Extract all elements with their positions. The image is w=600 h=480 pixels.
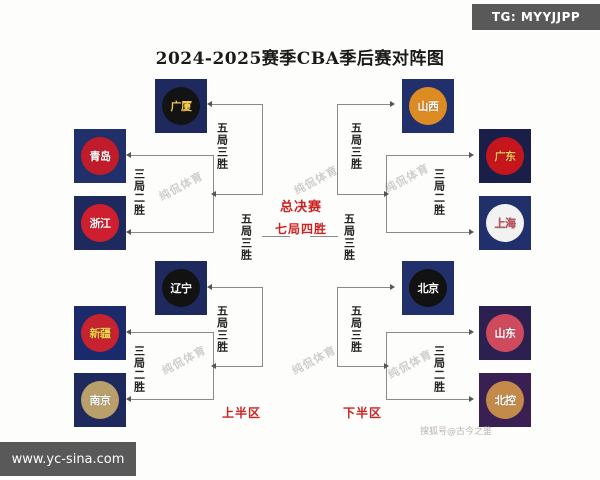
source-credit: 搜狐号@古今之鉴 [420,427,493,437]
watermark: 纯侃体育 [385,347,435,382]
team-logo-beikong: 北控 [486,381,524,419]
page-title: 2024-2025赛季CBA季后赛对阵图 [155,49,445,69]
team-name-zhejiang: 浙江 [89,216,112,230]
bracket-line [337,104,338,195]
bracket-arrow [469,396,474,402]
bracket-line [386,399,472,400]
team-logo-shanxi: 山西 [409,87,447,125]
upper-half-label: 上半区 [222,406,262,420]
series-format-right-top-r1: 三局二胜 [432,168,446,216]
series-format-upper-semi: 五局三胜 [239,213,253,261]
bracket-line [310,236,338,237]
lower-half-label: 下半区 [343,406,383,420]
series-format-right-top-qf: 五局三胜 [349,122,363,170]
bracket-line [128,232,214,233]
team-tile-beijing[interactable]: 北京 [402,261,454,315]
bracket-line [128,155,214,156]
team-name-shanxi: 山西 [417,99,440,113]
team-tile-xinjiang[interactable]: 新疆 [74,306,126,360]
team-tile-shandong[interactable]: 山东 [479,306,531,360]
bracket-line [128,332,214,333]
team-name-liaoning: 辽宁 [170,281,193,295]
bracket-arrow [126,229,131,235]
bracket-arrow [384,363,389,369]
team-logo-guangdong: 广东 [486,137,524,175]
final-series-title: 总决赛 [279,200,322,215]
watermark: 纯侃体育 [289,343,339,378]
team-name-qingdao: 青岛 [89,149,112,163]
bracket-arrow [211,191,216,197]
team-logo-nanjing: 南京 [81,381,119,419]
team-logo-shandong: 山东 [486,314,524,352]
bracket-line [337,366,387,367]
bracket-line [386,155,472,156]
team-logo-zhejiang: 浙江 [81,204,119,242]
bracket-line [262,104,263,195]
team-name-xinjiang: 新疆 [89,326,112,340]
bracket-arrow [126,396,131,402]
team-name-guangdong: 广东 [494,149,517,163]
team-tile-qingdao[interactable]: 青岛 [74,129,126,183]
team-name-nanjing: 南京 [89,393,112,407]
team-tile-zhejiang[interactable]: 浙江 [74,196,126,250]
team-name-shandong: 山东 [494,326,517,340]
team-logo-shanghai: 上海 [486,204,524,242]
team-tile-guangdong[interactable]: 广东 [479,129,531,183]
series-format-right-bot-qf: 五局三胜 [349,305,363,353]
bracket-line [262,236,290,237]
bracket-line [213,194,263,195]
bracket-arrow [207,284,212,290]
team-name-shanghai: 上海 [494,216,517,230]
final-series-format: 七局四胜 [274,222,327,236]
bracket-arrow [469,329,474,335]
series-format-upper-qf: 五局三胜 [215,122,229,170]
bracket-line [262,287,263,367]
bracket-arrow [469,229,474,235]
bracket-arrow [469,152,474,158]
bracket-line [337,194,387,195]
bracket-line [386,332,472,333]
team-name-guangsha: 广厦 [170,99,193,113]
bracket-arrow [384,191,389,197]
bracket-line [213,366,263,367]
team-name-beikong: 北控 [494,393,517,407]
team-logo-liaoning: 辽宁 [162,269,200,307]
bracket-arrow [126,329,131,335]
bracket-line [209,287,263,288]
team-logo-xinjiang: 新疆 [81,314,119,352]
watermark: 纯侃体育 [156,169,206,204]
bracket-arrow [390,101,395,107]
series-format-upper-r1: 三局二胜 [132,168,146,216]
site-url-banner: www.yc-sina.com [0,442,136,476]
team-tile-nanjing[interactable]: 南京 [74,373,126,427]
team-tile-shanxi[interactable]: 山西 [402,79,454,133]
watermark: 纯侃体育 [291,163,341,198]
bracket-line [209,104,263,105]
watermark: 纯侃体育 [382,161,432,196]
team-tile-liaoning[interactable]: 辽宁 [155,261,207,315]
final-series-block: 总决赛 七局四胜 [262,196,340,237]
team-logo-beijing: 北京 [409,269,447,307]
bracket-line [337,104,393,105]
team-tile-shanghai[interactable]: 上海 [479,196,531,250]
bracket-line [386,232,472,233]
team-logo-guangsha: 广厦 [162,87,200,125]
team-logo-qingdao: 青岛 [81,137,119,175]
bracket-arrow [211,363,216,369]
series-format-lower-r1: 三局二胜 [132,345,146,393]
watermark: 纯侃体育 [159,343,209,378]
team-name-beijing: 北京 [417,281,440,295]
series-format-lower-qf: 五局三胜 [215,305,229,353]
bracket-arrow [390,284,395,290]
telegram-banner: TG: MYYJJPP [472,4,600,30]
bracket-line [337,287,338,367]
bracket-line [337,287,393,288]
series-format-right-bot-r1: 三局二胜 [432,345,446,393]
bracket-arrow [207,101,212,107]
bracket-line [128,399,214,400]
series-format-right-semi: 五局三胜 [342,213,356,261]
bracket-arrow [126,152,131,158]
team-tile-beikong[interactable]: 北控 [479,373,531,427]
team-tile-guangsha[interactable]: 广厦 [155,79,207,133]
